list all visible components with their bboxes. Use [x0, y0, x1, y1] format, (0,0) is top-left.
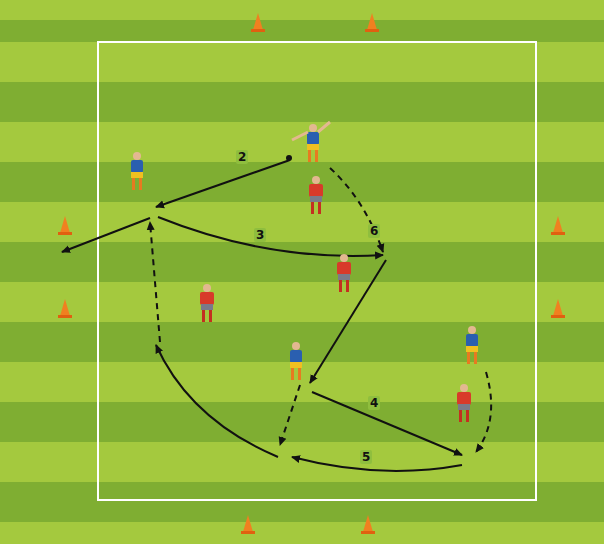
callout-number: 4	[368, 396, 380, 410]
callout-number: 2	[236, 150, 248, 164]
callout-number: 6	[368, 224, 380, 238]
callout-number: 3	[254, 228, 266, 242]
callout-number: 5	[360, 450, 372, 464]
